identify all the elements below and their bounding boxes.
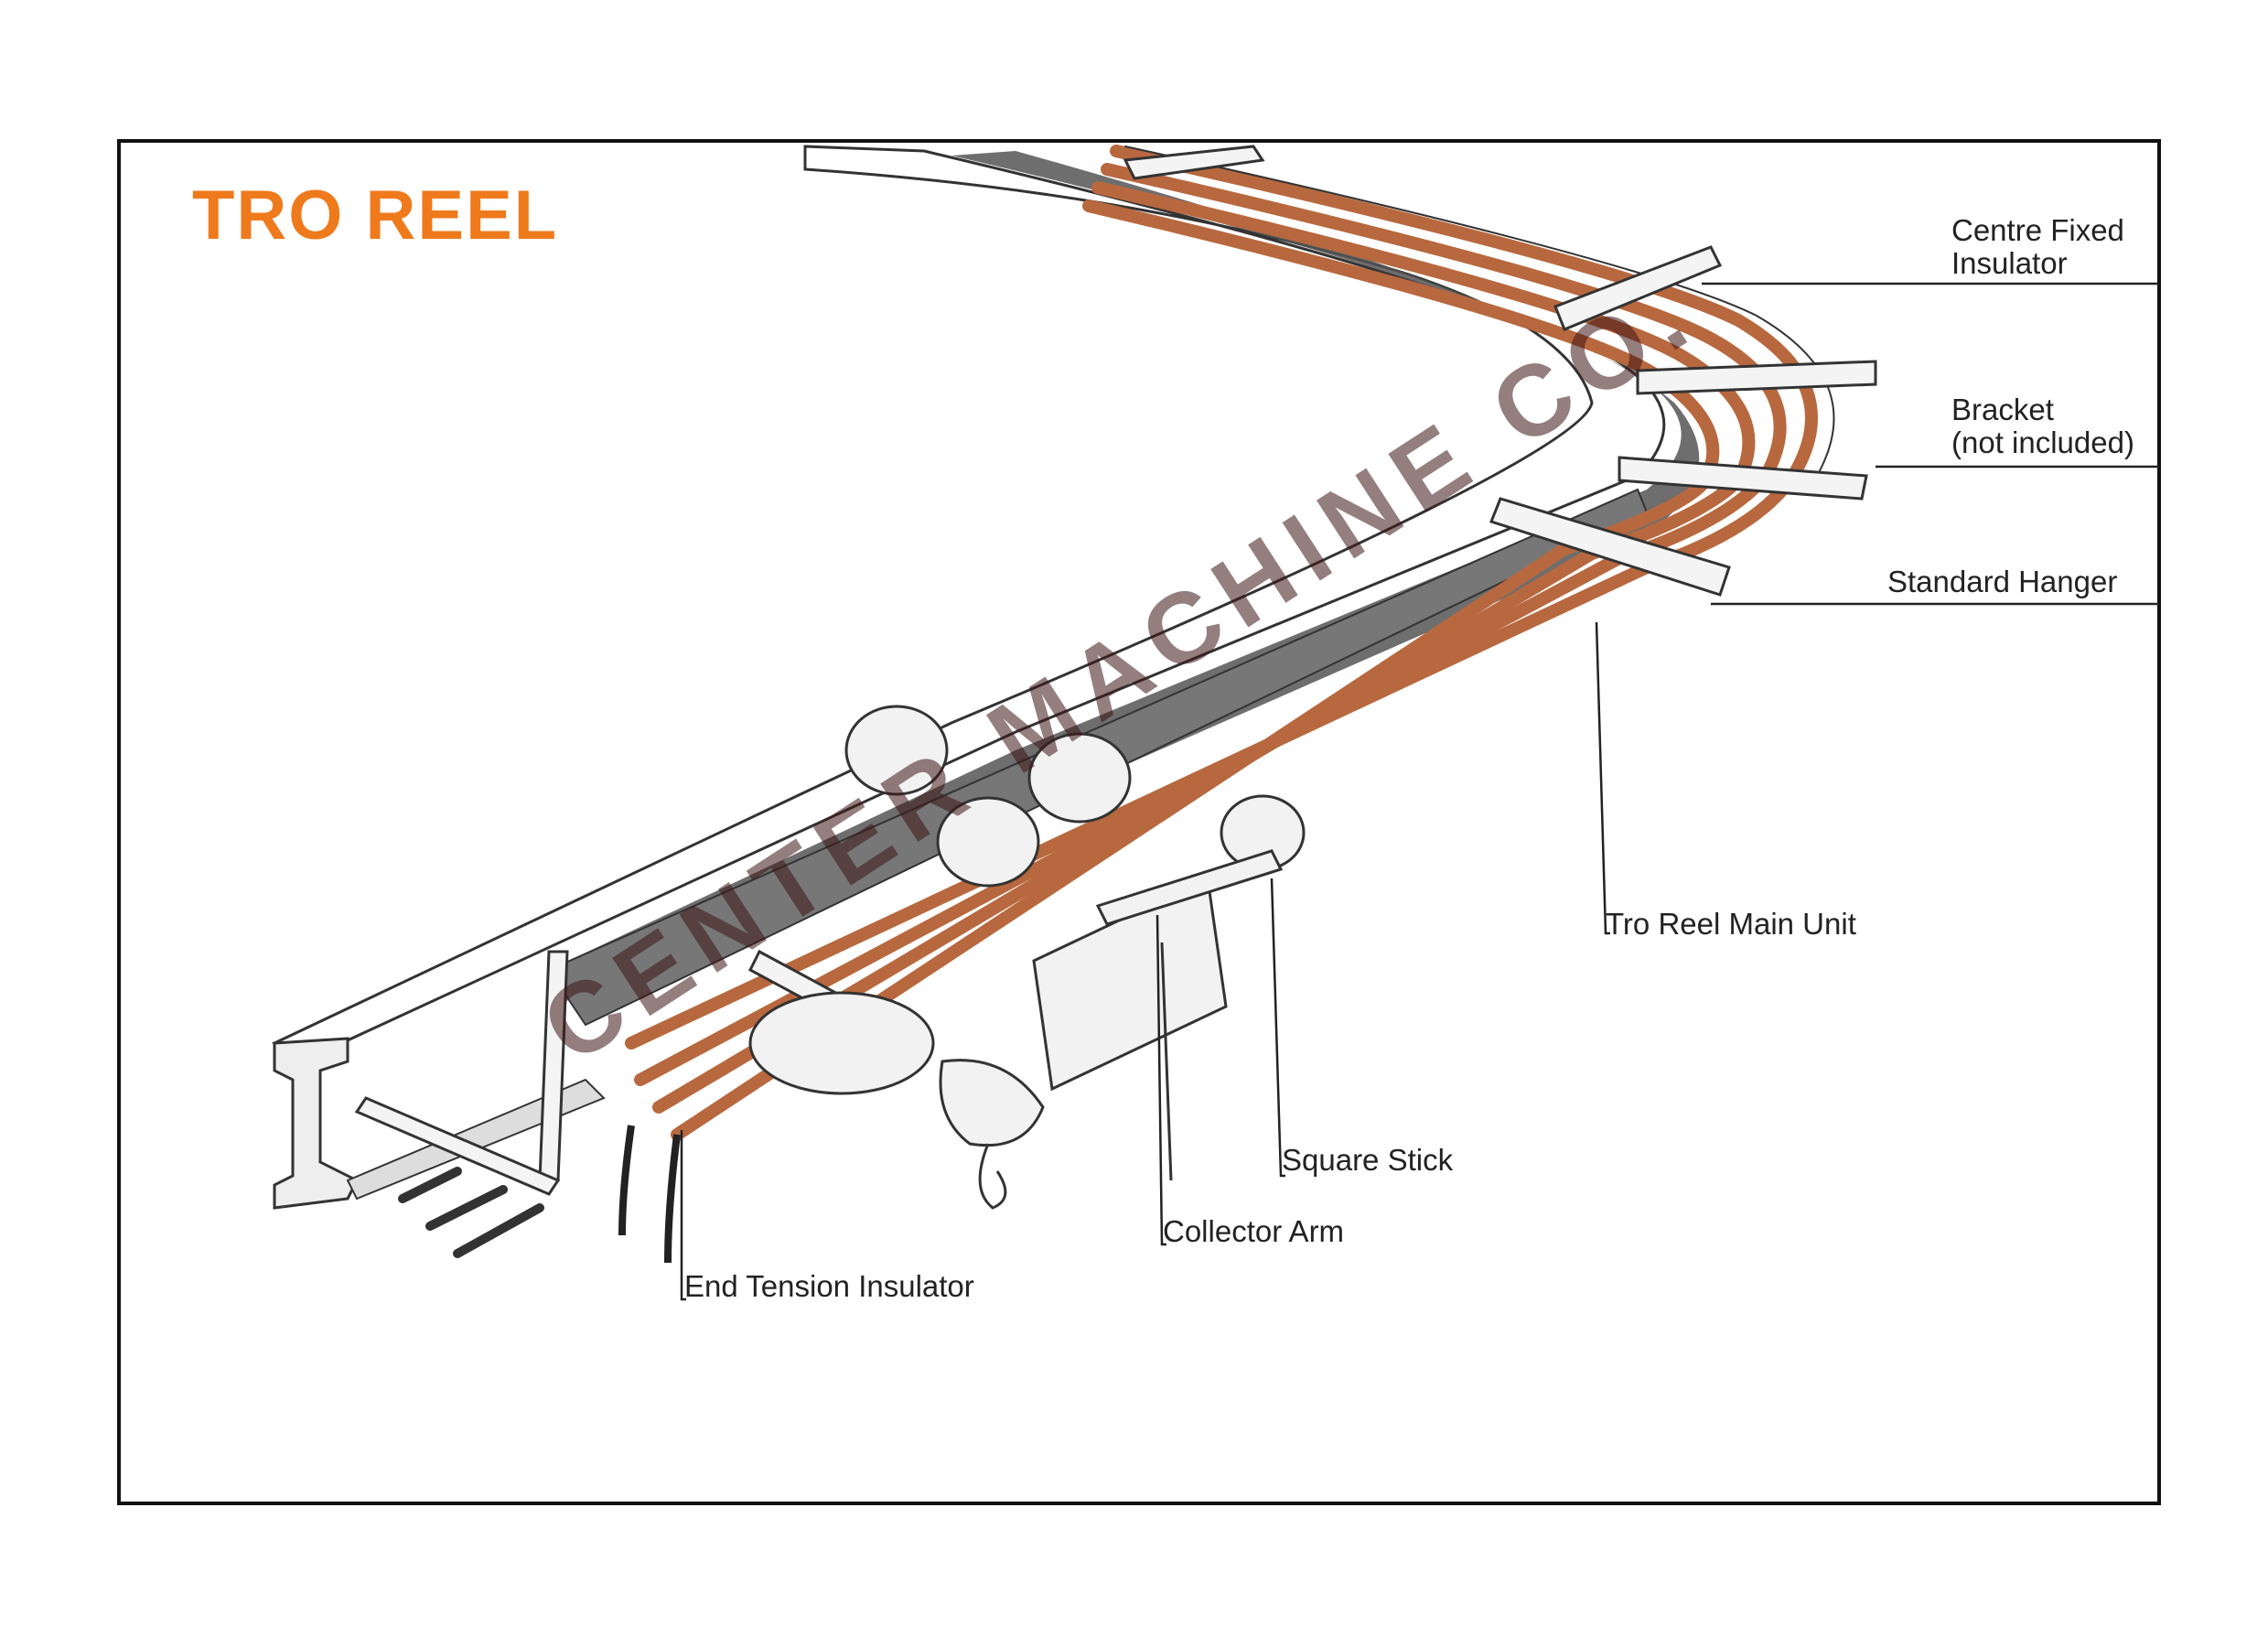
label-bracket: Bracket (not included)	[1951, 393, 2134, 459]
beam-bottom-flange	[346, 1078, 606, 1201]
label-centre-fixed-insulator: Centre Fixed Insulator	[1951, 214, 2124, 280]
page-title: TRO REEL	[192, 177, 559, 254]
label-bracket-line2: (not included)	[1951, 425, 2134, 459]
conductor-rail-1	[625, 145, 1818, 1050]
standard-hanger-body	[1489, 497, 1731, 597]
hook-block	[939, 1059, 1045, 1147]
label-bracket-line1: Bracket	[1951, 393, 2054, 426]
label-end-tension-insulator: End Tension Insulator	[684, 1269, 974, 1303]
hoist-unit	[618, 705, 1306, 1264]
hoist-drum	[748, 991, 935, 1095]
conductor-rail-outline	[1124, 145, 1835, 486]
bracket-lower	[1618, 456, 1868, 501]
label-square-stick: Square Stick	[1282, 1143, 1454, 1177]
bracket-upper	[1636, 360, 1877, 395]
end-studs	[398, 1167, 544, 1258]
collector-arm-shape	[1095, 849, 1284, 926]
leader-lines	[680, 282, 2159, 1301]
wheel-2	[1027, 732, 1132, 824]
leader-main-unit	[1595, 621, 1610, 935]
label-centre-fixed-insulator-line2: Insulator	[1951, 246, 2068, 280]
cable-2	[618, 1125, 635, 1236]
stud-3	[453, 1203, 544, 1258]
conductor-rail-2	[634, 163, 1787, 1086]
leader-end-tension	[680, 1130, 686, 1301]
leader-square-stick	[1270, 878, 1285, 1178]
label-collector-arm: Collector Arm	[1163, 1214, 1345, 1248]
hanger-top	[1123, 145, 1265, 180]
cable-1	[1160, 942, 1173, 1181]
leader-collector-arm	[1155, 914, 1166, 1246]
label-tro-reel-main-unit: Tro Reel Main Unit	[1606, 907, 1856, 941]
cable-3	[664, 1134, 681, 1264]
beam-end-section	[273, 1037, 360, 1210]
hook	[978, 1143, 1007, 1210]
wheel-1	[844, 705, 949, 796]
hangers	[354, 145, 1877, 1196]
stud-1	[398, 1167, 462, 1203]
centre-fixed-insulator	[1553, 245, 1723, 331]
label-standard-hanger: Standard Hanger	[1887, 565, 2118, 598]
label-centre-fixed-insulator-line1: Centre Fixed	[1951, 213, 2124, 247]
end-bracket-diagonal	[354, 1096, 561, 1196]
stud-2	[425, 1185, 508, 1231]
wheel-3	[936, 796, 1040, 888]
